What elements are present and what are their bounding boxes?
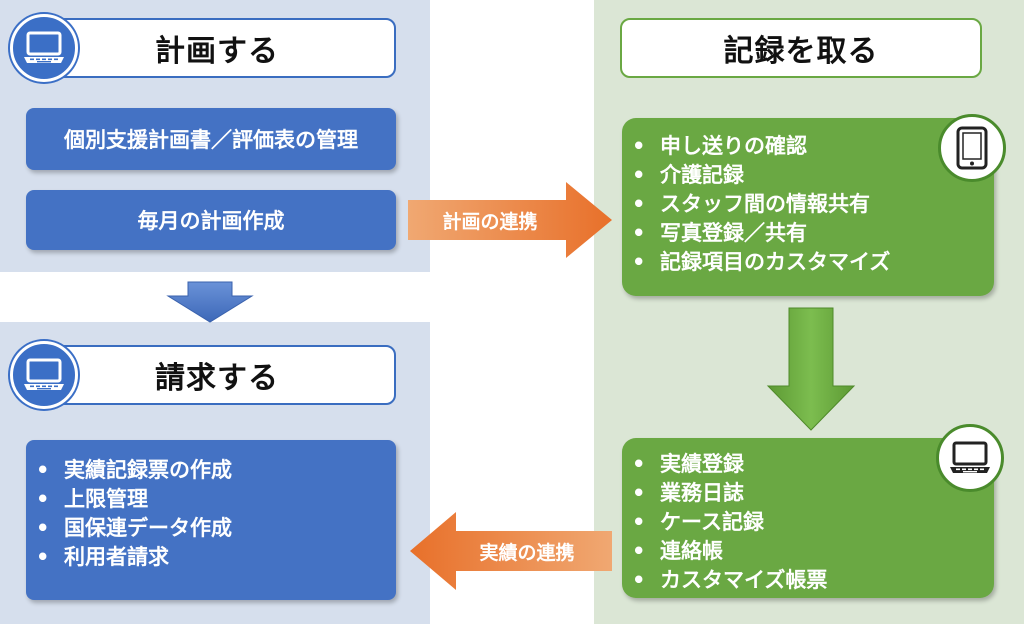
bill-header: 請求する: [38, 345, 396, 405]
list-item: 写真登録／共有: [622, 219, 994, 248]
list-item: 介護記録: [622, 161, 994, 190]
list-item: 申し送りの確認: [622, 132, 994, 161]
record-list-box-1: 申し送りの確認 介護記録 スタッフ間の情報共有 写真登録／共有 記録項目のカスタ…: [622, 118, 994, 296]
list-item: 記録項目のカスタマイズ: [622, 248, 994, 277]
record-list-1: 申し送りの確認 介護記録 スタッフ間の情報共有 写真登録／共有 記録項目のカスタ…: [622, 132, 994, 277]
tablet-icon: [938, 114, 1006, 182]
actual-link-label: 実績の連携: [479, 541, 575, 564]
record-list-box-2: 実績登録 業務日誌 ケース記録 連絡帳 カスタマイズ帳票: [622, 438, 994, 598]
actual-link-arrow: [410, 512, 612, 590]
record-title: 記録を取る: [723, 34, 879, 69]
list-item: 国保連データ作成: [26, 514, 396, 543]
list-item: 利用者請求: [26, 543, 396, 572]
plan-item-support-plan: 個別支援計画書／評価表の管理: [26, 108, 396, 170]
laptop-icon: [936, 424, 1004, 492]
laptop-icon: [10, 341, 78, 409]
bill-list: 実績記録票の作成 上限管理 国保連データ作成 利用者請求: [26, 456, 396, 572]
plan-link-arrow: [408, 182, 612, 258]
list-item: 連絡帳: [622, 537, 994, 566]
plan-link-label: 計画の連携: [442, 210, 538, 233]
list-item: 実績記録票の作成: [26, 456, 396, 485]
list-item: カスタマイズ帳票: [622, 566, 994, 595]
bill-list-box: 実績記録票の作成 上限管理 国保連データ作成 利用者請求: [26, 440, 396, 600]
list-item: ケース記録: [622, 508, 994, 537]
list-item: 業務日誌: [622, 479, 994, 508]
list-item: 上限管理: [26, 485, 396, 514]
plan-title: 計画する: [155, 34, 279, 69]
plan-item-monthly-plan: 毎月の計画作成: [26, 190, 396, 250]
plan-to-bill-arrow: [166, 281, 254, 323]
list-item: 実績登録: [622, 450, 994, 479]
record-header: 記録を取る: [620, 18, 982, 78]
record-down-arrow: [766, 307, 856, 431]
bill-title: 請求する: [155, 361, 279, 396]
laptop-icon: [10, 14, 78, 82]
list-item: スタッフ間の情報共有: [622, 190, 994, 219]
record-list-2: 実績登録 業務日誌 ケース記録 連絡帳 カスタマイズ帳票: [622, 450, 994, 595]
plan-header: 計画する: [38, 18, 396, 78]
